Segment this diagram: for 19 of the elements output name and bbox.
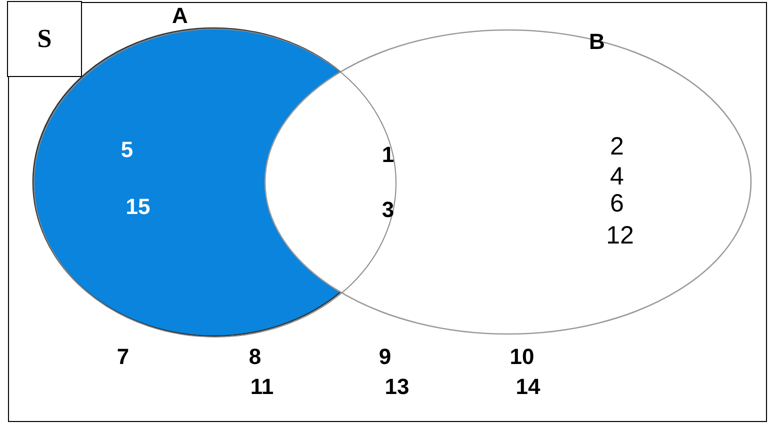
element-number: 8 [248, 346, 262, 368]
element-number: 15 [126, 196, 150, 218]
set-name: B [589, 31, 605, 53]
element-number: 10 [510, 346, 534, 368]
element-number: 7 [116, 346, 130, 368]
element-number: 1 [382, 144, 394, 166]
set-name: A [172, 5, 188, 27]
element-number: 14 [516, 376, 540, 398]
element-number: 2 [610, 134, 624, 160]
set-label-box: S [7, 1, 82, 77]
element-number: 6 [610, 192, 624, 216]
element-number: 5 [120, 139, 134, 161]
element-number: 3 [382, 199, 394, 221]
element-number: 12 [606, 224, 634, 248]
element-number: 4 [610, 164, 624, 190]
element-number: 9 [378, 346, 392, 368]
element-number: 11 [250, 376, 274, 398]
element-number: 13 [384, 376, 410, 398]
universal-set-box [8, 2, 767, 422]
